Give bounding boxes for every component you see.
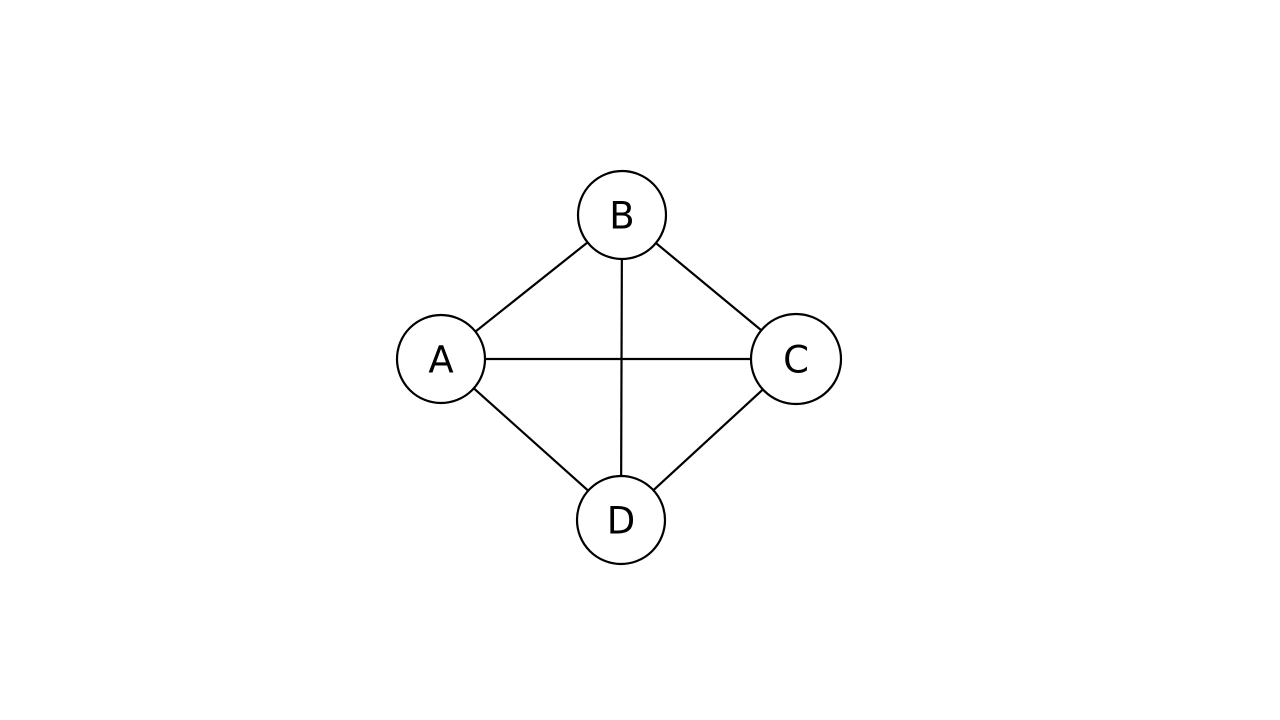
node-label-b: B (609, 195, 634, 238)
graph-node-b[interactable]: B (576, 169, 668, 261)
node-label-c: C (783, 339, 809, 382)
nodes-layer: A B C D (395, 169, 843, 566)
node-label-d: D (607, 500, 636, 543)
edges-layer (440, 214, 797, 521)
node-circle-c[interactable] (749, 312, 843, 406)
graph-edge-b-d (619, 214, 624, 521)
node-circle-d[interactable] (575, 474, 667, 566)
node-circle-a[interactable] (395, 313, 487, 405)
node-label-a: A (428, 339, 453, 382)
graph-node-d[interactable]: D (575, 474, 667, 566)
graph-node-c[interactable]: C (749, 312, 843, 406)
graph-node-a[interactable]: A (395, 313, 487, 405)
node-circle-b[interactable] (576, 169, 668, 261)
